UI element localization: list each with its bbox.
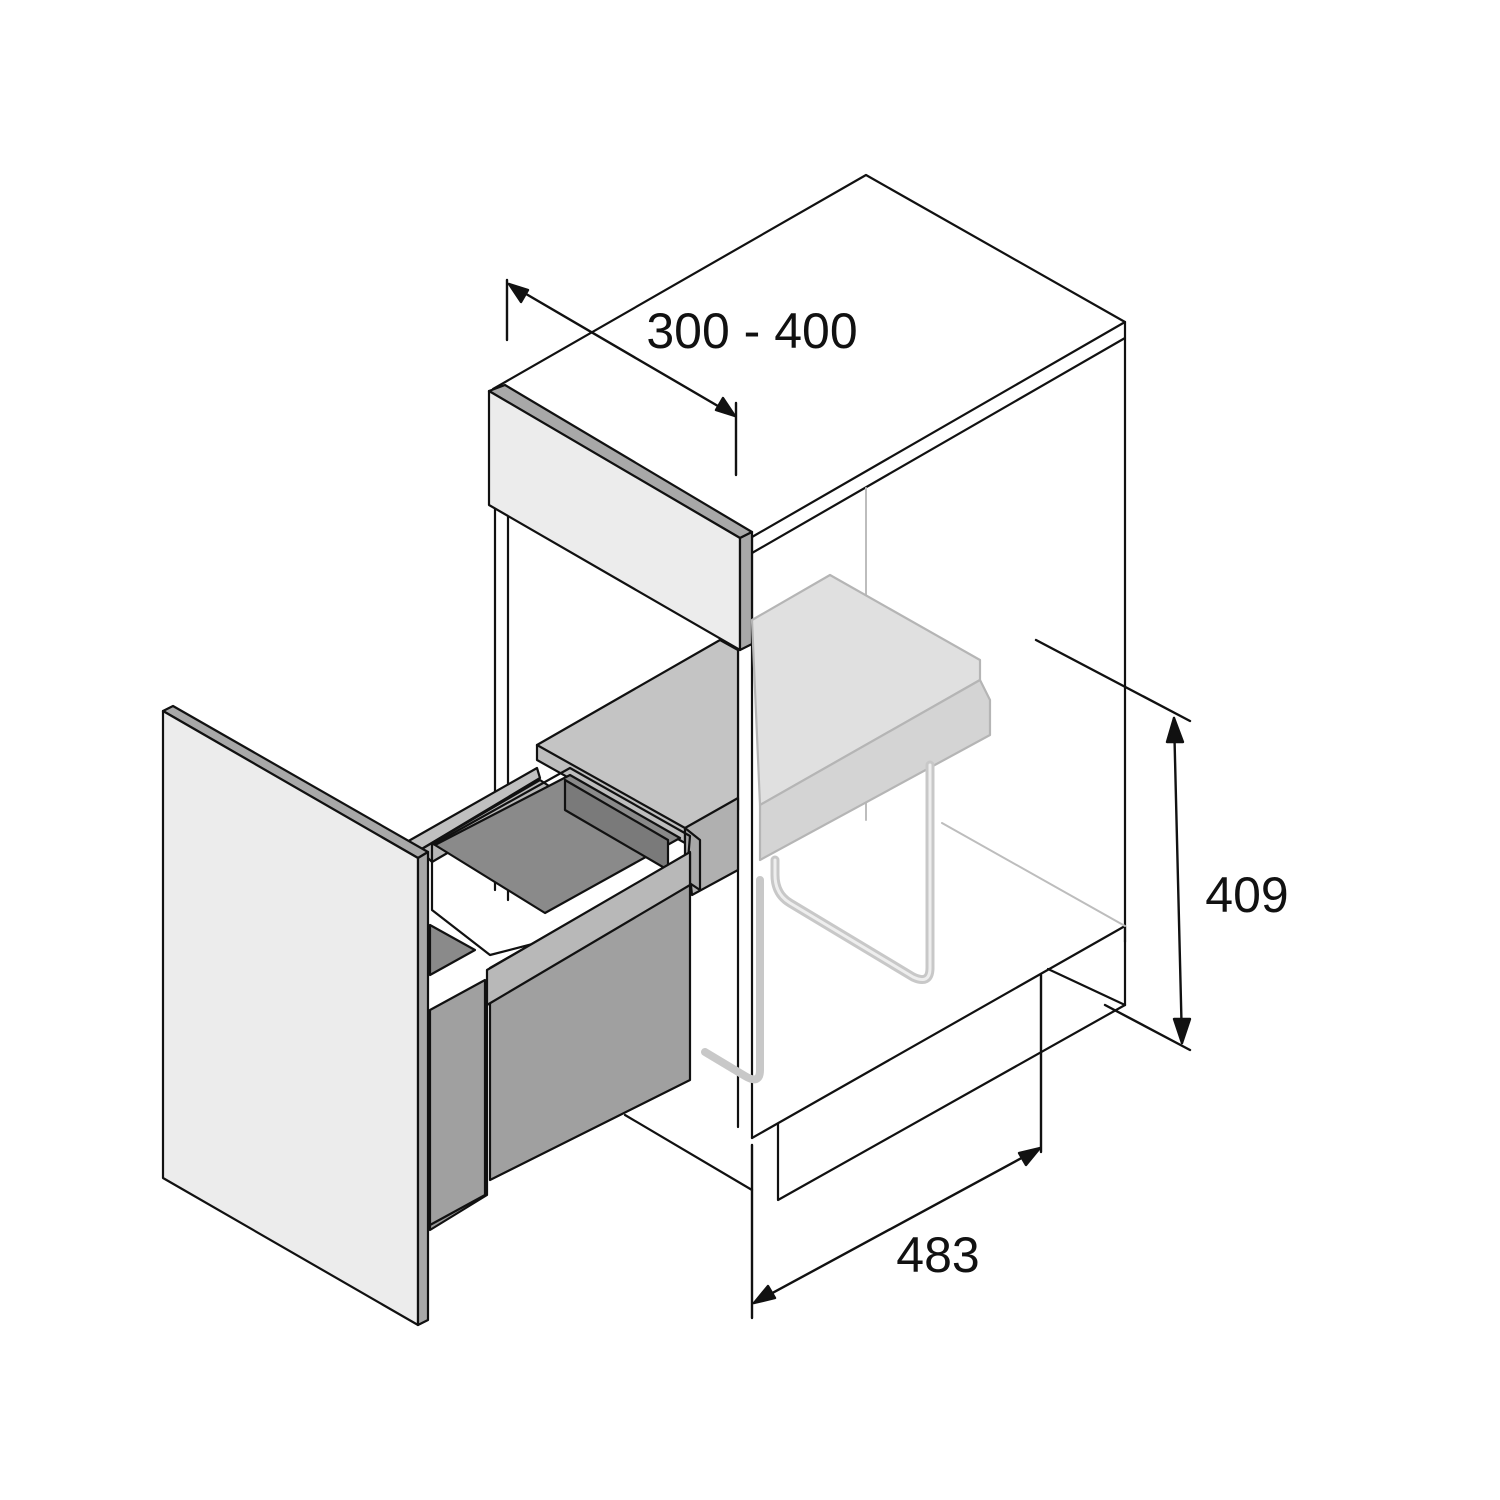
width-dimension-line (507, 282, 737, 418)
height-label: 409 (1205, 867, 1288, 923)
small-bin (428, 923, 487, 1227)
dimension-height (1034, 638, 1192, 1052)
small-bin-inside (428, 923, 477, 977)
width-arrow-right (714, 396, 737, 418)
large-bin-handle (485, 850, 692, 1007)
large-bin (428, 766, 692, 1232)
depth-dimension-line (752, 1146, 1042, 1305)
depth-label: 483 (896, 1227, 979, 1283)
dimension-depth (750, 973, 1043, 1320)
cabinet-plinth (776, 1003, 1127, 1202)
door-front-panel (161, 704, 430, 1327)
cabinet-bottom-slab (750, 924, 1127, 1140)
height-extension-top (1034, 638, 1192, 723)
pull-out-frame (403, 638, 740, 897)
height-arrow-bottom (1172, 1017, 1192, 1045)
width-arrow-left (507, 282, 530, 304)
depth-arrow-right (1017, 1146, 1042, 1167)
small-bin-front (428, 978, 487, 1227)
cabinet-base-line (623, 1113, 754, 1192)
height-dimension-line (1172, 716, 1184, 1045)
plinth-side (1046, 967, 1127, 1007)
dimension-width (505, 278, 738, 477)
large-bin-inside (433, 773, 682, 915)
depth-arrow-left (752, 1284, 777, 1305)
retracted-frame-ghost (701, 573, 992, 1084)
height-arrow-top (1165, 716, 1185, 744)
height-extension-bottom (1103, 1003, 1192, 1052)
width-label: 300 - 400 (646, 303, 857, 359)
